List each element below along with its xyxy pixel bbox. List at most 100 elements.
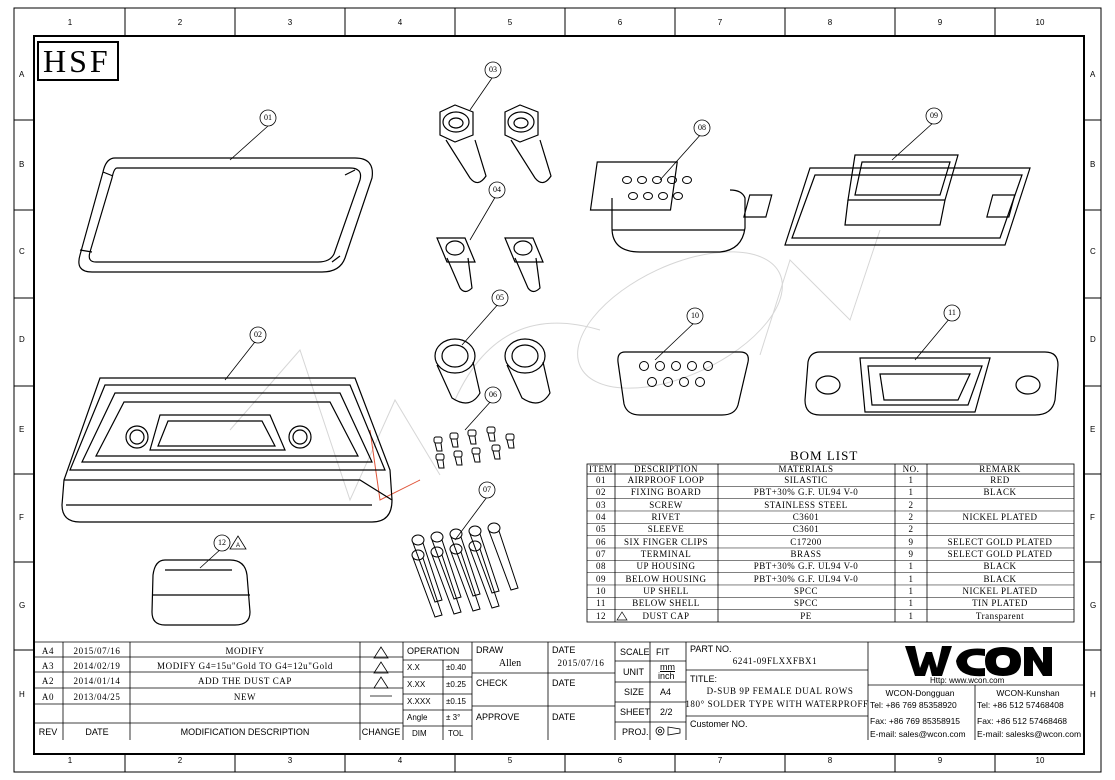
balloon-10: 10 (691, 311, 699, 320)
bom-header-cell: ITEM (589, 464, 613, 474)
tolerance-value: ±0.15 (446, 697, 466, 706)
clip-head (449, 432, 459, 440)
terminal-pin (450, 536, 481, 597)
title-block-grid (34, 641, 1084, 740)
bom-warning-icon (616, 611, 628, 621)
terminal-pin (469, 533, 500, 594)
pin-hole (687, 361, 697, 371)
bom-cell: 12 (596, 610, 606, 621)
column-label: 6 (617, 18, 623, 27)
bom-cell: STAINLESS STEEL (764, 499, 848, 510)
wcon-logo-graphic (905, 646, 1052, 677)
housing-pin-holes (622, 176, 692, 200)
terminal-cup (411, 549, 425, 561)
bom-cell: BLACK (983, 487, 1017, 498)
dongguan-fax: Fax: +86 769 85358915 (870, 716, 961, 726)
bom-cell: DUST CAP (642, 610, 690, 621)
rev-header: DATE (85, 727, 109, 737)
terminal-pin (488, 530, 519, 591)
change-triangle-icon (373, 646, 389, 659)
bom-cell: RIVET (651, 511, 681, 522)
row-label-right: C (1090, 247, 1096, 256)
part-10-up-shell (743, 154, 1031, 246)
clip-body (434, 442, 443, 452)
bom-cell: 04 (596, 511, 606, 522)
part-11-below-shell (804, 351, 1059, 416)
dongguan-email: E-mail: sales@wcon.com (870, 729, 966, 739)
inner-frame (33, 35, 1085, 755)
sheet-label: SHEET (620, 707, 651, 717)
rev-description: ADD THE DUST CAP (197, 676, 293, 686)
dongguan-name: WCON-Dongguan (885, 688, 955, 698)
hsf-logo: HSF (43, 43, 111, 79)
pin-hole (679, 377, 689, 387)
tolerance-dim: X.XX (407, 680, 426, 689)
unit-inch: inch (658, 671, 675, 681)
draw-date: 2015/07/16 (557, 658, 605, 668)
clip-head (435, 453, 445, 461)
balloon-02: 02 (254, 330, 262, 339)
part-12-dust-cap (151, 559, 251, 626)
tolerance-header: OPERATION (407, 646, 460, 656)
balloon-circle (693, 119, 711, 137)
warning-triangle-icon (229, 535, 247, 550)
bom-header-cell: REMARK (979, 464, 1021, 474)
pin-hole (637, 176, 647, 184)
hsf-logo-box (37, 41, 119, 81)
below-housing-pin-holes (639, 361, 713, 387)
bom-cell: 1 (908, 475, 914, 485)
kunshan-email: E-mail: salesks@wcon.com (977, 729, 1082, 739)
bom-header-cell: MATERIALS (778, 464, 834, 474)
clip-body (487, 432, 496, 442)
rev-description: MODIFY (225, 646, 265, 656)
change-triangle-icon (373, 661, 389, 674)
terminal-cup (468, 525, 482, 537)
pin-hole (655, 361, 665, 371)
part-09-below-housing (617, 351, 749, 416)
balloon-circle (484, 61, 502, 79)
customer-label: Customer NO. (690, 719, 748, 729)
clip-head (491, 444, 501, 452)
title-label: TITLE: (690, 674, 718, 684)
balloon-06: 06 (489, 390, 497, 399)
pin-hole (673, 192, 683, 200)
column-label-bottom: 2 (177, 756, 183, 765)
bom-cell: BELOW HOUSING (625, 573, 707, 584)
pin-hole (628, 192, 638, 200)
rev-date: 2013/04/25 (73, 692, 121, 702)
bom-cell: PE (800, 610, 812, 621)
outer-frame (13, 7, 1102, 773)
terminal-pin (412, 557, 443, 618)
part-05-sleeves (434, 338, 551, 404)
bom-cell: TERMINAL (640, 548, 692, 559)
bom-cell: 2 (908, 499, 914, 510)
sheet-value: 2/2 (660, 707, 673, 717)
terminal-cup (449, 543, 463, 555)
balloon-circle (484, 386, 502, 404)
part-no-label: PART NO. (690, 644, 732, 654)
rev-id: A3 (41, 661, 55, 671)
bom-cell: BELOW SHELL (632, 598, 700, 609)
terminal-cup (430, 546, 444, 558)
part-08-up-housing (589, 161, 746, 253)
column-label-bottom: 5 (507, 756, 513, 765)
bom-cell: SILASTIC (784, 475, 828, 485)
row-label-right: B (1090, 160, 1096, 169)
rev-description: NEW (233, 692, 257, 702)
balloon-circle (478, 481, 496, 499)
rev-description: MODIFY G4=15u"Gold TO G4=12u"Gold (157, 661, 333, 671)
clip-head (471, 447, 481, 455)
row-label: D (19, 335, 25, 344)
column-label-bottom: 7 (717, 756, 723, 765)
bom-cell: C17200 (790, 536, 822, 547)
bom-cell: RED (990, 475, 1010, 485)
row-label: C (19, 247, 25, 256)
pin-hole (667, 176, 677, 184)
column-label-bottom: 1 (67, 756, 73, 765)
bom-cell: SPCC (793, 598, 819, 609)
rev-header: CHANGE (361, 727, 401, 737)
kunshan-tel: Tel: +86 512 57468408 (977, 700, 1064, 710)
bom-cell: SPCC (793, 585, 819, 596)
bom-cell: 1 (908, 487, 914, 498)
unit-label: UNIT (623, 667, 644, 677)
